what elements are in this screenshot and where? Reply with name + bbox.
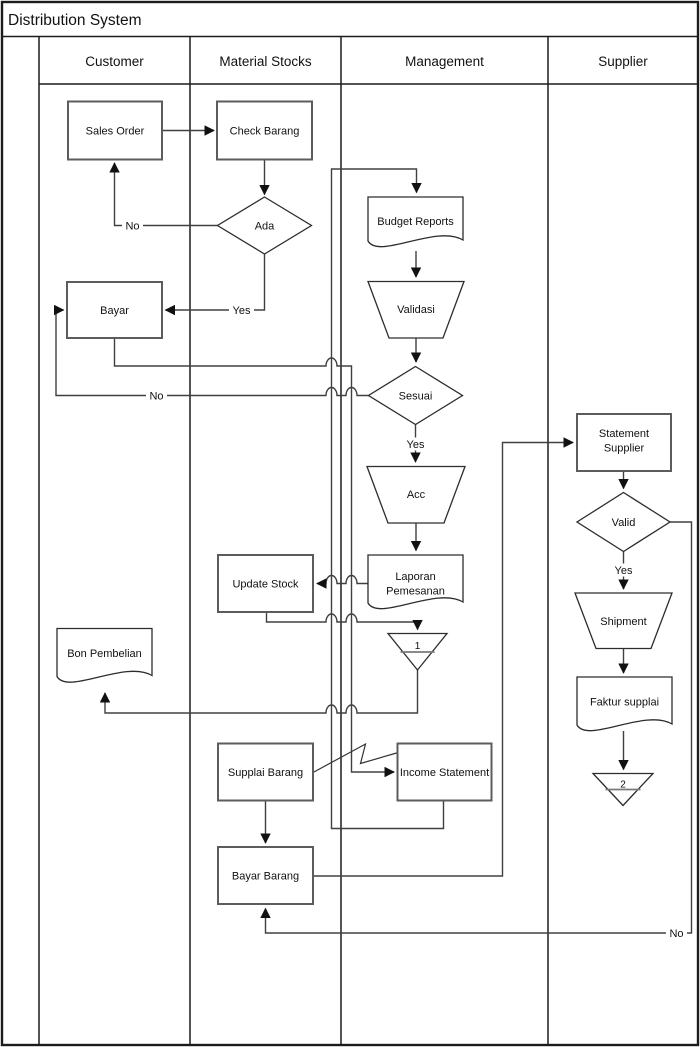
decision-diamond <box>575 491 672 553</box>
node-label: Update Stock <box>232 579 299 591</box>
node-label: Budget Reports <box>377 216 454 228</box>
diagram-title: Distribution System <box>8 12 142 29</box>
edge-income-loop-to-budget-reports <box>330 168 445 830</box>
node-label: Income Statement <box>400 767 489 779</box>
node-income-statement: Income Statement <box>396 742 493 802</box>
decision-diamond <box>216 196 313 255</box>
node-label: Valid <box>612 517 636 529</box>
node-label: Sales Order <box>86 126 145 138</box>
node-label: Supplai Barang <box>228 767 303 779</box>
node-bayar: Bayar <box>66 281 163 339</box>
node-shipment: Shipment <box>574 592 673 650</box>
node-ada-decision: Ada <box>216 196 313 255</box>
process-box <box>66 281 163 339</box>
process-box <box>67 100 163 161</box>
node-label-line1: Statement <box>599 428 649 440</box>
node-supplai-barang: Supplai Barang <box>217 742 314 802</box>
node-label-line2: Pemesanan <box>386 586 445 598</box>
node-statement-supplier: Statement Supplier <box>576 413 672 472</box>
edge-labels: No Yes No Yes Yes No <box>122 219 687 940</box>
manual-operation-shape <box>574 592 673 650</box>
node-update-stock: Update Stock <box>217 554 314 613</box>
process-box <box>217 742 314 802</box>
sesuai-no-label-bg <box>146 389 167 402</box>
edge-supplai-zigzag-to-income <box>312 742 397 774</box>
node-label: Acc <box>407 489 426 501</box>
connectors <box>53 125 693 934</box>
ada-no-label-bg <box>122 219 143 232</box>
edge-sesuai-no-to-bayar <box>53 304 369 397</box>
sesuai-yes-label: Yes <box>407 439 425 451</box>
node-sesuai-decision: Sesuai <box>367 365 464 426</box>
ada-no-label: No <box>125 221 139 233</box>
node-sales-order: Sales Order <box>67 100 163 161</box>
valid-yes-label: Yes <box>615 565 633 577</box>
node-label: Ada <box>255 221 275 233</box>
node-label: 2 <box>620 780 626 791</box>
node-label: Bayar Barang <box>232 871 299 883</box>
sesuai-no-label: No <box>149 391 163 403</box>
edge-update-stock-to-connector1 <box>265 612 423 631</box>
document-shape <box>56 627 153 683</box>
ada-yes-label: Yes <box>233 305 251 317</box>
node-bayar-barang: Bayar Barang <box>217 846 314 905</box>
edge-ada-yes-to-bayar <box>164 254 266 316</box>
node-label-line2: Supplier <box>604 443 645 455</box>
sesuai-yes-label-bg <box>403 437 428 451</box>
manual-operation-shape <box>366 465 466 524</box>
edge-ada-no-to-sales <box>109 162 218 227</box>
node-label: Faktur supplai <box>590 697 659 709</box>
edge-laporan-to-update-stock <box>316 574 368 589</box>
valid-no-label: No <box>669 928 683 940</box>
node-label: Shipment <box>600 616 646 628</box>
node-label-line1: Laporan <box>395 571 435 583</box>
node-valid-decision: Valid <box>575 491 672 553</box>
node-acc: Acc <box>366 465 466 524</box>
edge-bayar-barang-to-statement-supplier <box>313 437 574 877</box>
node-check-barang: Check Barang <box>216 100 313 161</box>
node-budget-reports: Budget Reports <box>367 196 464 248</box>
manual-operation-shape <box>367 280 465 339</box>
node-bon-pembelian: Bon Pembelian <box>56 627 153 683</box>
decision-diamond <box>367 365 464 426</box>
process-box <box>217 846 314 905</box>
document-shape <box>367 554 464 610</box>
process-box <box>216 100 313 161</box>
node-label: Bon Pembelian <box>67 648 142 660</box>
process-box <box>217 554 314 613</box>
node-connector-1: 1 <box>386 632 449 672</box>
document-shape <box>367 196 464 248</box>
lane-header-customer: Customer <box>85 54 144 69</box>
node-label: Bayar <box>100 305 129 317</box>
edge-connector1-to-bon-pembelian <box>99 670 419 714</box>
lane-header-management: Management <box>405 54 484 69</box>
edge-valid-no-to-bayar-barang <box>260 521 693 934</box>
valid-yes-label-bg <box>611 563 636 577</box>
node-label: Sesuai <box>399 391 433 403</box>
node-laporan-pemesanan: Laporan Pemesanan <box>367 554 464 610</box>
node-label: 1 <box>415 641 421 652</box>
node-connector-2: 2 <box>591 772 655 807</box>
lane-header-supplier: Supplier <box>598 54 648 69</box>
node-validasi: Validasi <box>367 280 465 339</box>
node-faktur-supplai: Faktur supplai <box>576 676 673 732</box>
ada-yes-label-bg <box>229 303 254 317</box>
node-label: Validasi <box>397 304 435 316</box>
edge-bayar-to-income-statement <box>113 338 395 778</box>
process-box <box>576 413 672 472</box>
lane-header-material-stocks: Material Stocks <box>219 54 312 69</box>
process-box <box>396 742 493 802</box>
document-shape <box>576 676 673 732</box>
node-label: Check Barang <box>230 126 300 138</box>
valid-no-label-bg <box>666 926 687 940</box>
